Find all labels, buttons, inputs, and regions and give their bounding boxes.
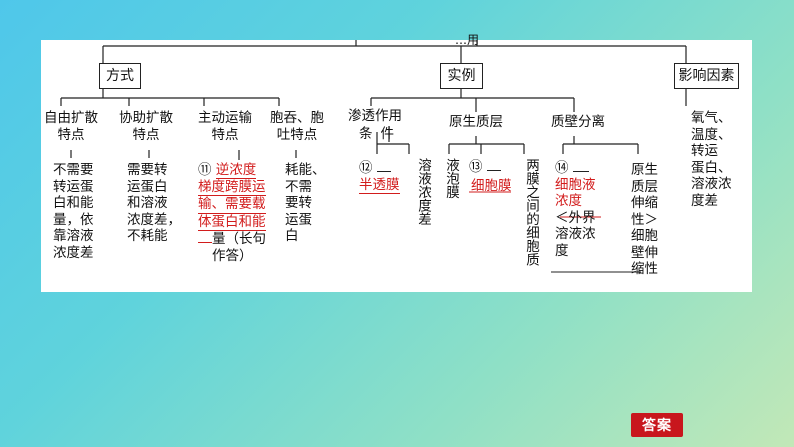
- blank-number-14: ⑭: [555, 160, 569, 176]
- vacuole-membrane: 液泡膜: [443, 158, 459, 199]
- osmosis-condition-label: 条件: [359, 126, 402, 142]
- free-diffusion-body: 不需要 转运蛋 白和能 量，依 靠溶液 浓度差: [53, 162, 94, 261]
- active-transport-body: ⑪ 逆浓度 梯度跨膜运 输、需要载 体蛋白和能 量（长句 作答）: [198, 162, 266, 264]
- protoplast-title: 原生质层: [449, 114, 503, 130]
- answer-14-line-2: 浓度: [555, 193, 582, 209]
- answer-11-line-5-underline: [198, 242, 212, 243]
- factors-box: 影响因素: [674, 63, 739, 89]
- free-diffusion-title: 自由扩散 特点: [44, 110, 98, 143]
- answer-14-line-1: 细胞液: [555, 176, 596, 193]
- top-partial-title: …用: [455, 33, 480, 47]
- plasmolysis-title: 质壁分离: [551, 114, 605, 130]
- answer-11-hint-2: 作答）: [212, 247, 253, 264]
- example-box: 实例: [440, 63, 483, 89]
- answer-11-line-2: 梯度跨膜运: [198, 178, 266, 196]
- answer-11-line-3: 输、需要载: [198, 196, 266, 214]
- active-transport-title: 主动运输 特点: [198, 110, 252, 143]
- answer-13: 细胞膜: [471, 178, 512, 194]
- plasmolysis-answer-14: ⑭ 细胞液 浓度 ＜外界 溶液浓 度: [555, 160, 596, 259]
- osmosis-answer-12: ⑫ 半透膜: [359, 160, 400, 194]
- endo-exocytosis-body: 耗能、 不需 要转 运蛋 白: [285, 162, 326, 244]
- plasmolysis-right-text: 原生 质层 伸缩 性＞ 细胞 壁伸 缩性: [631, 162, 658, 277]
- answer-12: 半透膜: [359, 176, 400, 194]
- facilitated-diffusion-title: 协助扩散 特点: [119, 110, 173, 143]
- osmosis-solution-diff: 溶液浓度差: [415, 158, 431, 226]
- facilitated-diffusion-body: 需要转 运蛋白 和溶液 浓度差， 不耗能: [127, 162, 181, 244]
- mode-box: 方式: [99, 63, 141, 89]
- cytoplasm-between-membranes: 两膜之间的细胞质: [523, 158, 539, 266]
- endo-exocytosis-title: 胞吞、胞 吐特点: [270, 110, 324, 143]
- connector-lines: [60, 40, 687, 273]
- answer-11-line-1: 逆浓度: [215, 162, 257, 179]
- factors-body: 氧气、 温度、 转运 蛋白、 溶液浓 度差: [691, 110, 732, 209]
- answer-button[interactable]: 答案: [631, 413, 683, 437]
- answer-11-hint: 量（长句: [212, 231, 266, 247]
- concept-map-panel: …用 方式 实例 影响因素 自由扩散 特点 协助扩散 特点 主动运输 特点 胞吞…: [41, 34, 752, 292]
- osmosis-title: 渗透作用: [348, 108, 402, 124]
- answer-11-line-4: 体蛋白和能: [198, 213, 266, 231]
- blank-number-12: ⑫: [359, 160, 373, 176]
- blank-number-13-row: ⑬: [469, 160, 501, 175]
- blank-number-11: ⑪: [198, 162, 212, 178]
